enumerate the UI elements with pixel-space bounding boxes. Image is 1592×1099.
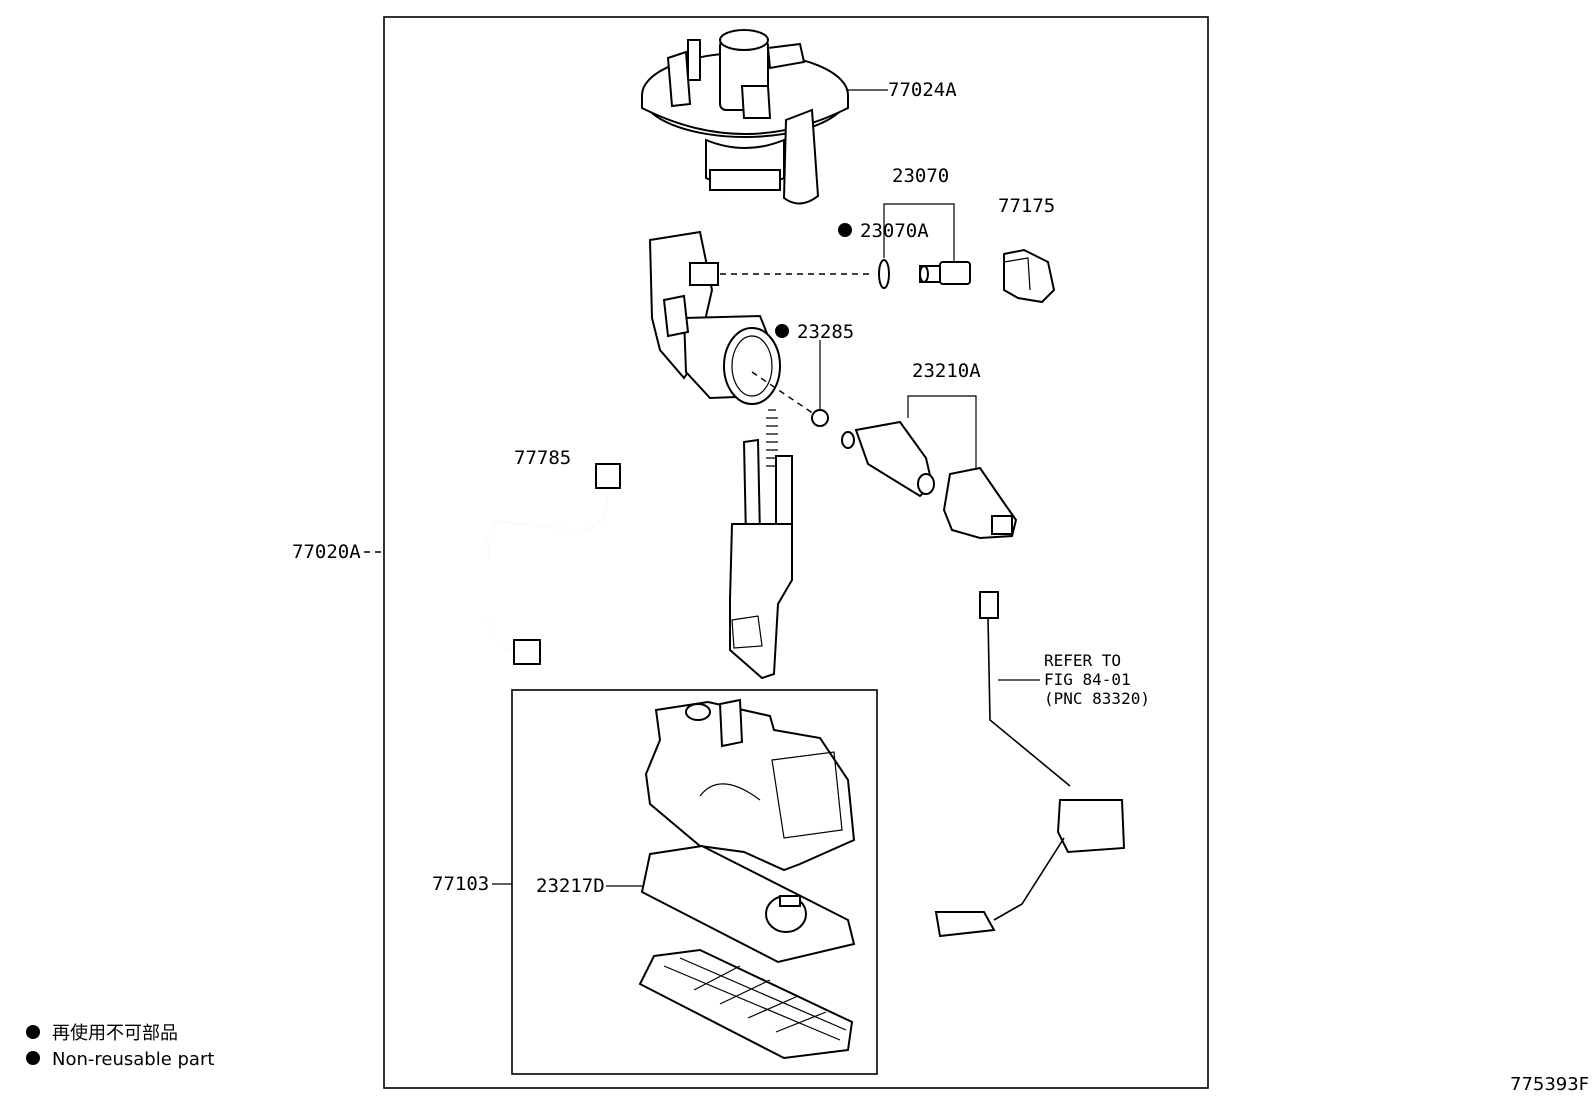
pump-top-flange — [641, 29, 849, 205]
wire-harness-77785 — [486, 463, 621, 665]
refer-note-line2: FIG 84-01 — [1044, 670, 1131, 689]
label-77785: 77785 — [514, 447, 571, 469]
legend-dot-en — [26, 1051, 40, 1065]
leader-23070 — [883, 203, 955, 262]
pump-bracket — [648, 230, 781, 405]
label-23285: 23285 — [797, 321, 854, 343]
suction-bracket — [729, 409, 793, 680]
label-77024A: 77024A — [888, 79, 957, 101]
legend-dot-jp — [26, 1025, 40, 1039]
pressure-regulator-23070 — [919, 261, 971, 285]
refer-note-line1: REFER TO — [1044, 651, 1121, 670]
bottom-cover-grid — [638, 948, 854, 1060]
non-reusable-dot-23070A — [838, 223, 852, 237]
label-23070: 23070 — [892, 165, 949, 187]
label-77103: 77103 — [432, 873, 489, 895]
assembly-frame — [383, 16, 1209, 1089]
o-ring-23285 — [811, 409, 829, 427]
figure-id: 775393F — [1510, 1074, 1589, 1095]
filter-23217D — [640, 844, 856, 964]
label-23210A: 23210A — [912, 360, 981, 382]
subassembly-frame-77103 — [511, 689, 878, 1075]
clip-77175 — [1003, 248, 1056, 304]
assembly-line-23285 — [751, 371, 815, 415]
non-reusable-dot-23285 — [775, 324, 789, 338]
label-77175: 77175 — [998, 195, 1055, 217]
leader-23210A — [907, 395, 977, 470]
sub-tank-case — [644, 698, 856, 872]
legend-text-jp: 再使用不可部品 — [52, 1023, 178, 1044]
o-ring-23070A — [878, 259, 890, 289]
label-77020A: 77020A — [292, 541, 361, 563]
label-23070A: 23070A — [860, 220, 929, 242]
refer-note-line3: (PNC 83320) — [1044, 689, 1150, 708]
fuel-sender-gauge — [934, 591, 1126, 938]
label-23217D: 23217D — [536, 875, 605, 897]
legend-text-en: Non-reusable part — [52, 1049, 214, 1070]
fuel-pump-23210A — [841, 420, 1018, 540]
